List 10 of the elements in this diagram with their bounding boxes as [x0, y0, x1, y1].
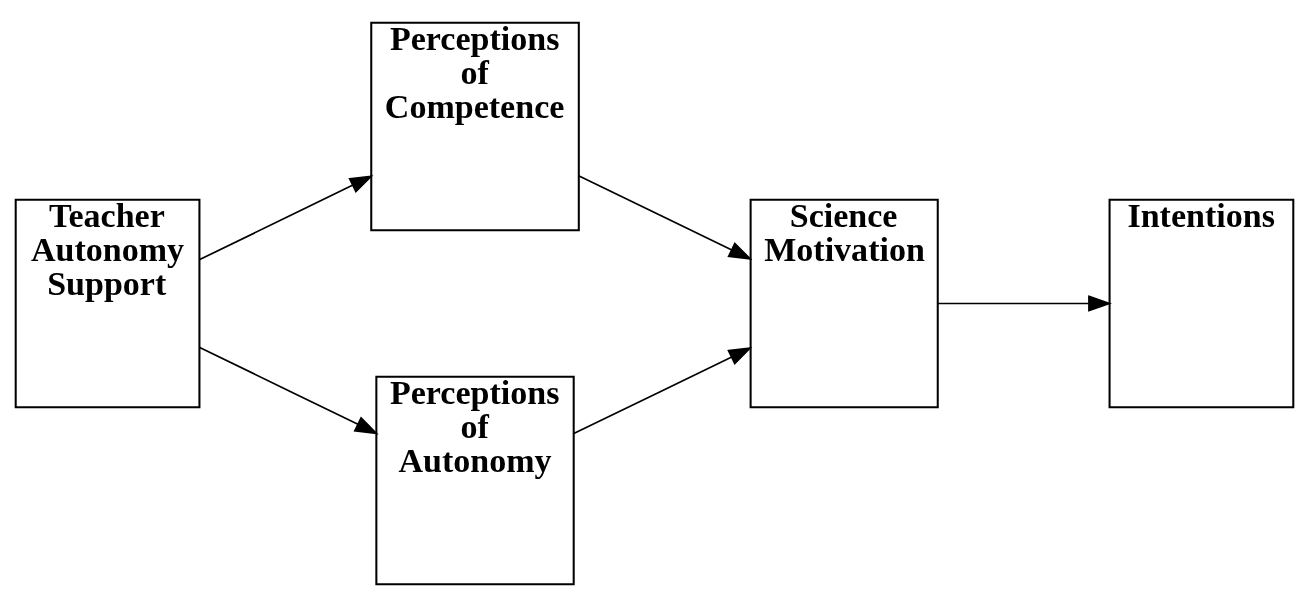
arrow — [198, 346, 379, 434]
node-box: Perceptions of Competence — [370, 21, 580, 231]
arrow — [578, 174, 753, 260]
node-box: Perceptions of Autonomy — [375, 375, 575, 585]
arrow — [198, 174, 374, 260]
node-box: Teacher Autonomy Support — [14, 198, 201, 408]
node-box: Intentions — [1108, 198, 1295, 408]
node-box: Science Motivation — [749, 198, 939, 408]
arrow — [572, 346, 753, 434]
arrow — [937, 294, 1112, 312]
